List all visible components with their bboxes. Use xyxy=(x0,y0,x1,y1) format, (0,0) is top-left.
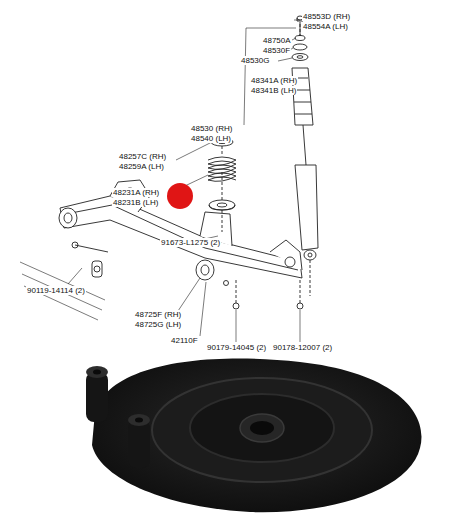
part-number: 48341B (LH) xyxy=(250,86,297,95)
part-number: 48725G (LH) xyxy=(134,320,182,329)
part-number: 48530 (RH) xyxy=(190,124,233,133)
part-number: 48540 (LH) xyxy=(190,134,232,143)
part-number: 90179-14045 (2) xyxy=(206,343,267,352)
part-number: 48725F (RH) xyxy=(134,310,182,319)
highlight-dot xyxy=(167,183,193,209)
part-number: 48553D (RH) xyxy=(302,12,351,21)
part-number: 48554A (LH) xyxy=(302,22,349,31)
part-number: 42110F xyxy=(170,336,199,345)
exploded-view xyxy=(20,16,318,320)
part-number: 48257C (RH) xyxy=(118,152,167,161)
part-number: 48530G xyxy=(240,56,270,65)
spring-pad-photo xyxy=(86,359,422,513)
part-number: 48231A (RH) xyxy=(112,188,160,197)
part-number: 48750A xyxy=(262,36,292,45)
part-number: 48259A (LH) xyxy=(118,162,165,171)
part-number: 90119-14114 (2) xyxy=(26,286,86,295)
part-number: 48341A (RH) xyxy=(250,76,298,85)
part-number: 48530F xyxy=(262,46,291,55)
leader-lines xyxy=(68,20,300,342)
part-number: 90178-12007 (2) xyxy=(272,343,333,352)
part-number: 91673-L1275 (2) xyxy=(160,238,221,247)
part-number: 48231B (LH) xyxy=(112,198,159,207)
